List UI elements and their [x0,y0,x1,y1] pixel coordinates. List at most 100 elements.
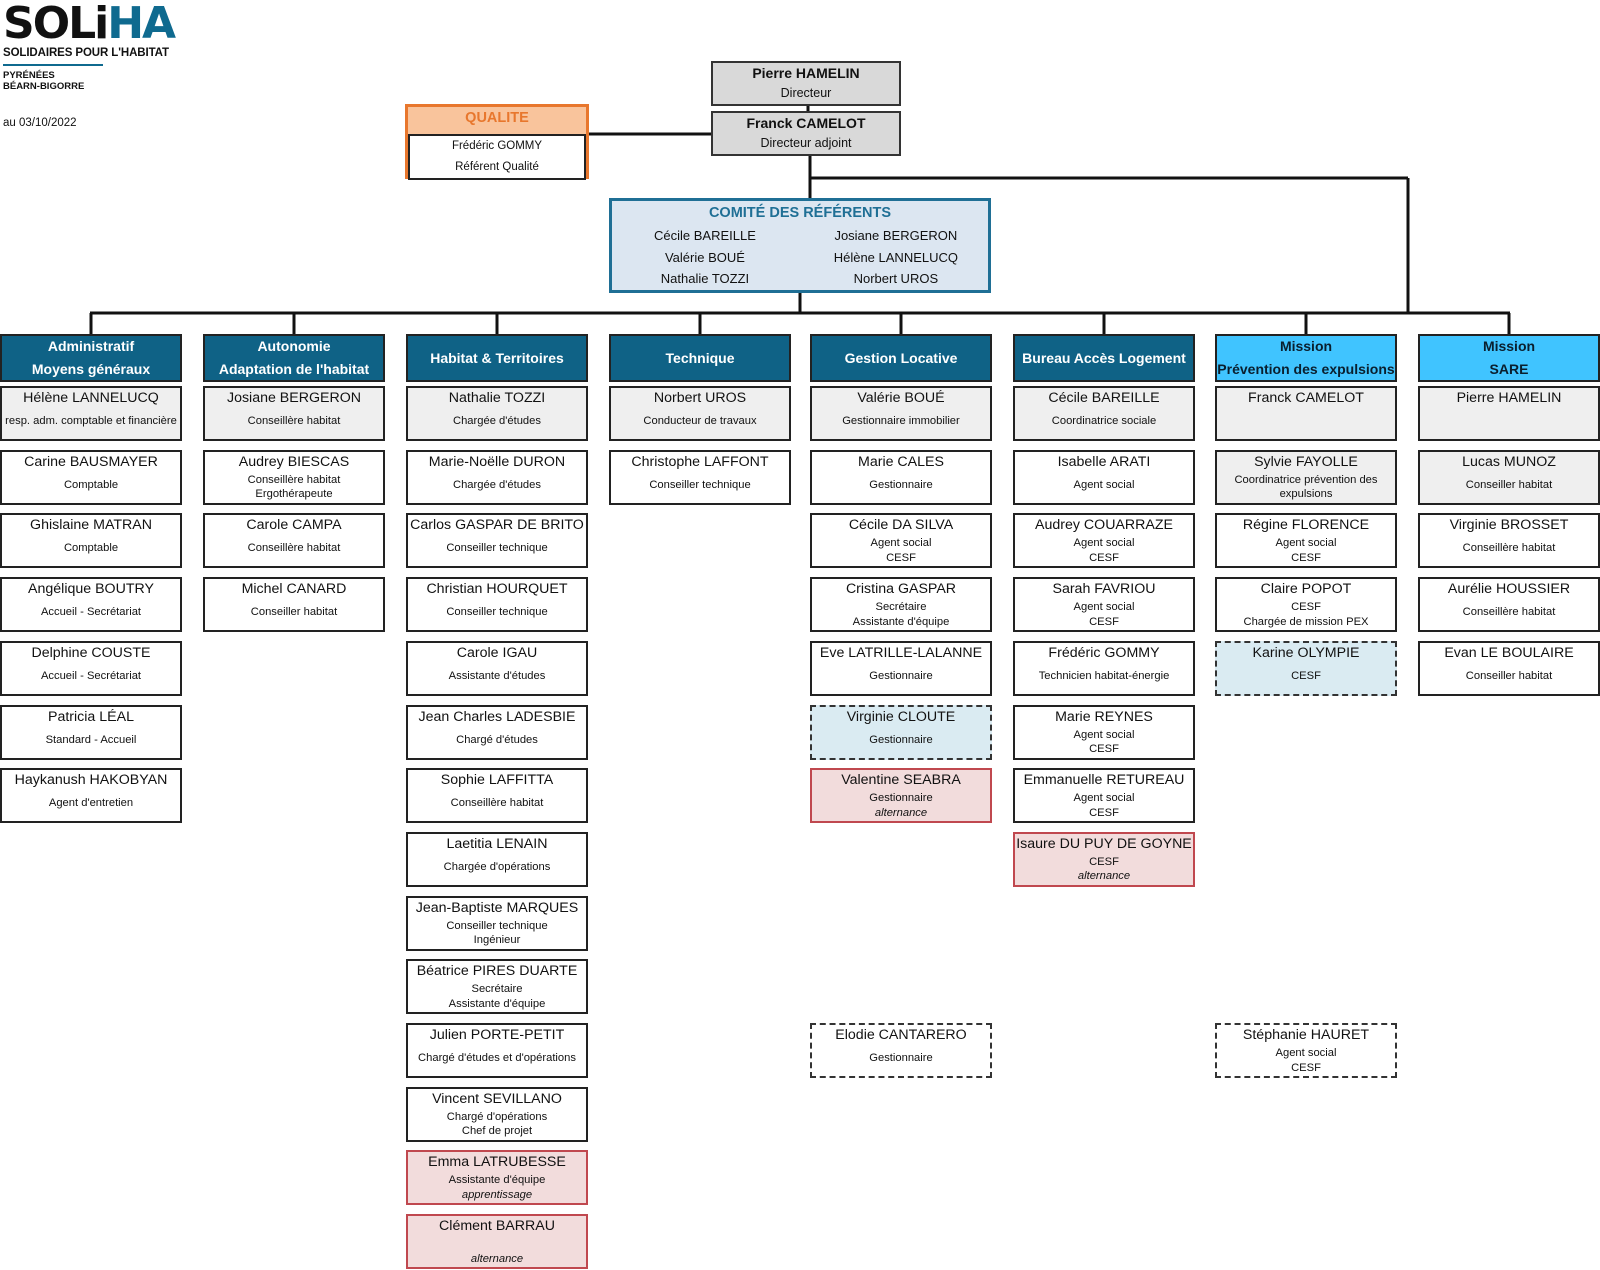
person-role: Assistante d'études [448,669,546,682]
person-name: Isabelle ARATI [1057,453,1151,470]
person-role: CESF [1291,601,1321,614]
person-role: Agent social [1275,537,1337,550]
person-name: Marie-Noëlle DURON [428,453,566,470]
person-role: Accueil - Secrétariat [40,606,142,619]
person-role: resp. adm. comptable et financière [5,415,177,427]
person-name: Régine FLORENCE [1242,517,1370,534]
person-role: Conseillère habitat [1462,542,1556,555]
person-name: Emma LATRUBESSE [428,1154,566,1171]
person-name: Carole IGAU [456,644,538,661]
dept-header-habitat-territoires: Habitat & Territoires [406,334,588,382]
dept-header-gestion-locative: Gestion Locative [810,334,992,382]
person-name: Haykanush HAKOBYAN [14,772,168,789]
person-name: Isaure DU PUY DE GOYNE [1016,835,1192,852]
person-role-secondary: CESF [1089,806,1119,819]
person-role: Secrétaire [471,983,523,996]
deputy-director-name: Franck CAMELOT [746,115,866,131]
person-name: Carole CAMPA [246,517,342,534]
person-name: Claire POPOT [1260,581,1352,598]
dept-title-line1: Gestion Locative [844,349,958,366]
person-role: Conseiller technique [649,478,751,491]
person-name: Valentine SEABRA [841,772,961,789]
person-name: Karine OLYMPIE [1252,644,1360,661]
person-name: Aurélie HOUSSIER [1447,581,1571,598]
comite-title: COMITÉ DES RÉFÉRENTS [708,205,892,221]
person-name: Elodie CANTARERO [835,1027,967,1043]
dept-title-line1: Administratif [47,338,135,354]
dept-title-line1: Bureau Accès Logement [1022,349,1186,366]
person-role: Gestionnaire [869,792,933,805]
person-role-secondary: expulsions [1279,488,1333,501]
person-role: Agent social [1275,1047,1337,1059]
person-name: Sophie LAFFITTA [440,772,554,789]
person-name: Virginie BROSSET [1449,517,1569,534]
dept-title-line1: Autonomie [257,338,331,354]
comite-member: Norbert UROS [853,271,939,286]
person-role: Agent social [870,537,932,550]
person-name: Josiane BERGERON [226,390,362,406]
person-name: Cristina GASPAR [845,581,957,598]
comite-member: Hélène LANNELUCQ [833,249,958,265]
person-role-secondary: Chargée de mission PEX [1243,615,1369,628]
qualite-title: QUALITE [465,110,529,126]
comite-member: Cécile BAREILLE [654,228,756,243]
person-name: Audrey COUARRAZE [1035,517,1173,534]
person-role-secondary: apprentissage [461,1188,533,1201]
person-name: Frédéric GOMMY [1048,644,1160,661]
person-role: Chargé d'études et d'opérations [418,1052,576,1064]
person-role-secondary: CESF [1291,1061,1321,1074]
person-role: Conseiller habitat [250,606,338,619]
person-role: Conseillère habitat [450,797,544,810]
dept-title-line2: Adaptation de l'habitat [218,361,370,377]
person-name: Jean-Baptiste MARQUES [415,899,579,916]
person-role: Gestionnaire [869,669,933,682]
person-role: CESF [1291,669,1321,682]
person-role: Chargée d'études [453,415,541,427]
person-role: Gestionnaire [869,733,933,746]
comite-referents-box: COMITÉ DES RÉFÉRENTS Cécile BAREILLE Val… [609,198,991,293]
director-role: Directeur [780,86,832,100]
dept-header-bureau-acces-logement: Bureau Accès Logement [1013,334,1195,382]
person-name: Carlos GASPAR DE BRITO [410,517,584,534]
person-role-secondary: alternance [1077,870,1131,883]
person-name: Marie CALES [858,453,944,470]
person-name: Cécile BAREILLE [1048,390,1160,406]
chart-date: au 03/10/2022 [3,117,77,129]
dept-title-line1: Mission [1279,338,1333,354]
person-role: CESF [1089,855,1119,868]
person-name: Laetitia LENAIN [446,835,548,852]
dept-title-line1: Mission [1482,338,1536,354]
person-role: Agent social [1073,537,1135,550]
person-role-secondary: Chef de projet [461,1125,533,1138]
person-role: Chargé d'études [456,733,538,746]
person-name: Emmanuelle RETUREAU [1023,772,1185,789]
